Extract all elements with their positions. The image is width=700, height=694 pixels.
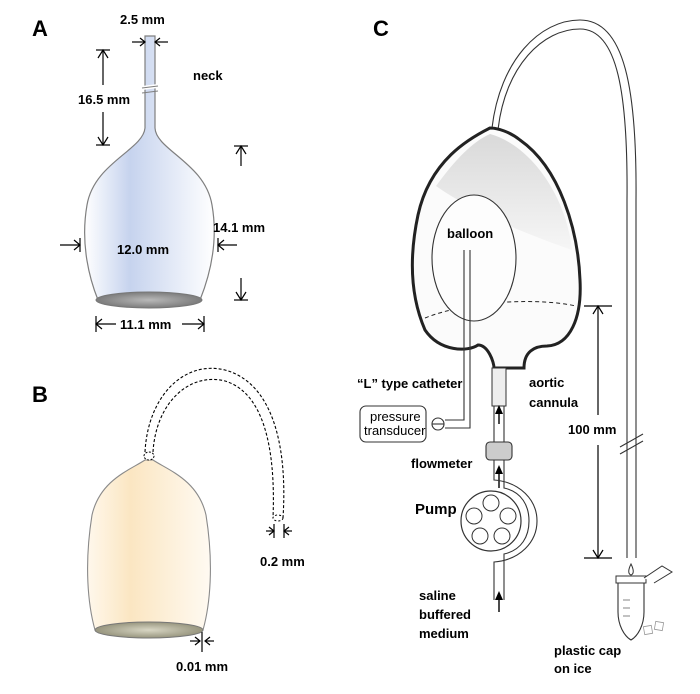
pressure-transducer <box>359 405 427 443</box>
balloon-b-opening <box>94 621 204 639</box>
catheter-label: “L” type catheter <box>357 376 462 391</box>
dashed-tube <box>144 367 285 519</box>
neck-width-label: 2.5 mm <box>120 12 165 27</box>
flowmeter-label: flowmeter <box>411 456 472 471</box>
height-100-label: 100 mm <box>568 422 616 437</box>
outflow-tube <box>491 19 637 558</box>
cap-label-1: plastic cap <box>554 643 621 658</box>
panel-b-letter: B <box>32 382 48 407</box>
flowmeter <box>485 441 513 461</box>
saline-label-3: medium <box>419 626 469 641</box>
inner-width-label: 12.0 mm <box>117 242 169 257</box>
aortic-label-1: aortic <box>529 375 564 390</box>
panel-b: B 0.2 mm 0.01 mm <box>32 367 305 674</box>
cap-label-2: on ice <box>554 661 592 676</box>
pump-label: Pump <box>415 501 457 518</box>
tube-wall-label: 0.2 mm <box>260 554 305 569</box>
pressure-label-2: transducer <box>364 423 426 438</box>
base-width-label: 11.1 mm <box>120 317 171 332</box>
balloon-a-opening <box>95 291 203 309</box>
saline-label-1: saline <box>419 588 456 603</box>
height-label: 14.1 mm <box>213 220 265 235</box>
balloon-b-body <box>87 459 211 631</box>
neck-label: neck <box>193 68 223 83</box>
saline-label-2: buffered <box>419 607 471 622</box>
panel-c: C balloon “L” type catheter pressure tra… <box>357 16 673 676</box>
panel-a-letter: A <box>32 16 48 41</box>
neck-length-label: 16.5 mm <box>78 92 130 107</box>
aortic-label-2: cannula <box>529 395 579 410</box>
panel-a: A 2.5 mm 16.5 mm neck 12.0 mm <box>32 12 265 332</box>
heart-balloon <box>431 194 517 322</box>
wall-thickness-label: 0.01 mm <box>176 659 228 674</box>
panel-c-letter: C <box>373 16 389 41</box>
balloon-label: balloon <box>447 226 493 241</box>
plastic-cap-tube <box>615 565 673 641</box>
pump <box>460 490 522 552</box>
pressure-label-1: pressure <box>370 409 421 424</box>
